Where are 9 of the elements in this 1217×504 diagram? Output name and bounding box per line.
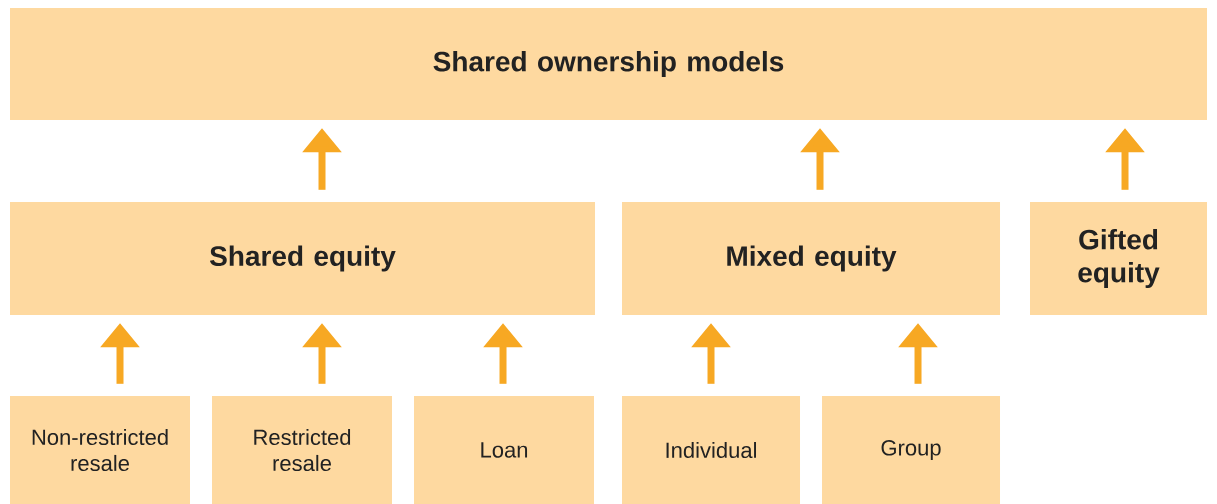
- category-box: Gifted equity: [1030, 202, 1207, 315]
- title-box: Shared ownership models: [10, 8, 1207, 120]
- subcategory-box: Individual: [622, 396, 800, 504]
- subcategory-box: Group: [822, 396, 1000, 504]
- category-box: Mixed equity: [622, 202, 1000, 315]
- subcategory-box: Non-restricted resale: [10, 396, 190, 504]
- subcategory-box: Restricted resale: [212, 396, 392, 504]
- category-box: Shared equity: [10, 202, 595, 315]
- subcategory-box: Loan: [414, 396, 594, 504]
